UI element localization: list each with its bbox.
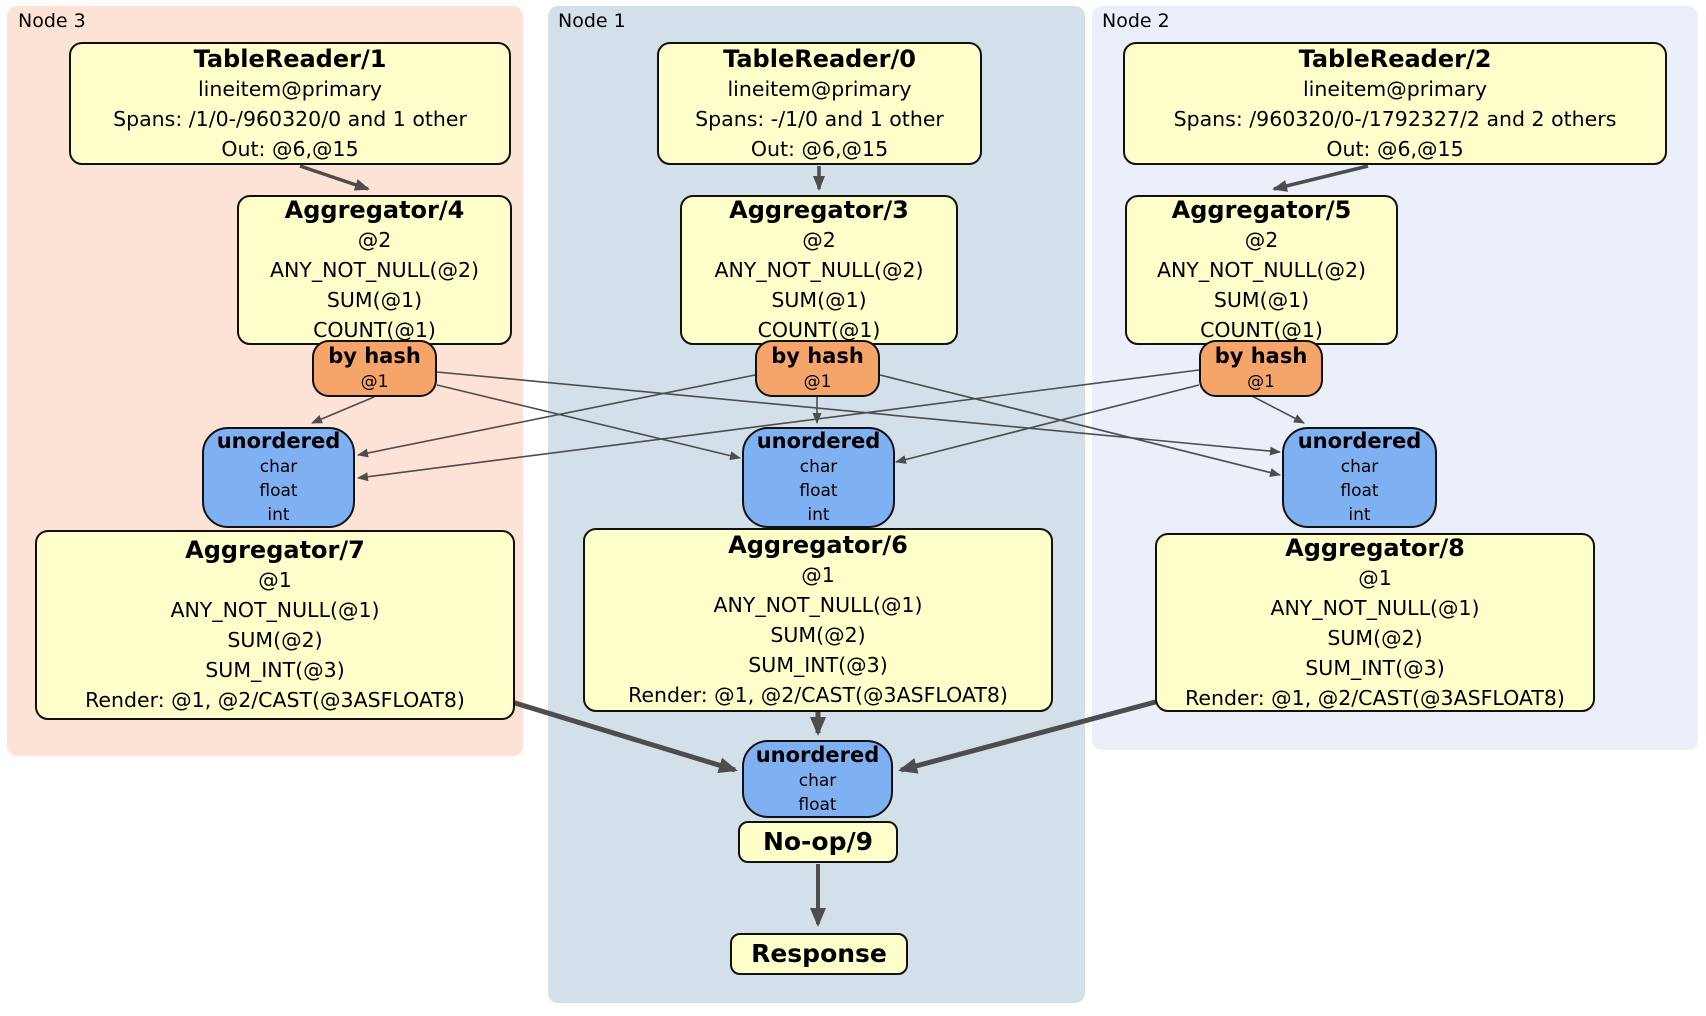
node-line: @1 [258,568,292,592]
sync-line: int [267,505,290,525]
node-title: Aggregator/3 [729,196,909,224]
sync-line: float [799,481,838,501]
node-title: Aggregator/8 [1285,533,1465,562]
region-label-node2: Node 2 [1102,10,1170,32]
region-label-node3: Node 3 [18,10,86,32]
node-aggregator-8: Aggregator/8 @1 ANY_NOT_NULL(@1) SUM(@2)… [1155,533,1595,712]
sync-title: unordered [755,742,880,767]
node-line: SUM(@1) [771,288,867,312]
region-label-node1: Node 1 [558,10,626,32]
node-line: Render: @1, @2/CAST(@3ASFLOAT8) [1185,685,1565,710]
sync-unordered-final: unordered char float [742,740,893,818]
sync-unordered-left: unordered char float int [202,427,355,528]
node-title: Response [751,939,887,968]
node-title: TableReader/1 [193,44,387,73]
node-line: COUNT(@1) [313,318,436,342]
node-line: SUM(@2) [770,623,866,647]
sync-line: char [1340,457,1379,477]
node-line: Render: @1, @2/CAST(@3ASFLOAT8) [85,688,465,712]
node-line: Out: @6,@15 [750,136,889,161]
node-aggregator-5: Aggregator/5 @2 ANY_NOT_NULL(@2) SUM(@1)… [1125,195,1398,345]
node-line: @2 [802,228,836,252]
node-line: lineitem@primary [197,76,383,101]
sync-line: char [798,770,837,791]
sync-line: int [807,505,830,525]
node-aggregator-6: Aggregator/6 @1 ANY_NOT_NULL(@1) SUM(@2)… [583,528,1053,712]
node-aggregator-3: Aggregator/3 @2 ANY_NOT_NULL(@2) SUM(@1)… [680,195,958,345]
router-title: by hash [771,344,864,368]
node-title: Aggregator/6 [728,531,908,559]
node-line: Out: @6,@15 [1326,136,1464,161]
sync-line: char [259,457,298,477]
sync-line: float [259,481,298,501]
node-line: SUM_INT(@3) [205,658,345,682]
sync-line: float [1340,481,1379,501]
node-line: @2 [1244,228,1279,252]
node-line: @1 [801,563,835,587]
router-title: by hash [328,344,421,368]
sync-line: char [799,457,838,477]
node-line: Spans: /1/0-/960320/0 and 1 other [113,106,467,131]
node-line: COUNT(@1) [1200,318,1323,342]
node-title: Aggregator/5 [1171,196,1352,224]
sync-unordered-right: unordered char float int [1282,427,1437,528]
sync-line: int [1348,505,1371,525]
node-aggregator-7: Aggregator/7 @1 ANY_NOT_NULL(@1) SUM(@2)… [35,530,515,720]
sync-title: unordered [756,429,881,453]
router-line: @1 [360,372,389,392]
node-aggregator-4: Aggregator/4 @2 ANY_NOT_NULL(@2) SUM(@1)… [237,195,512,345]
node-line: Spans: /960320/0-/1792327/2 and 2 others [1173,106,1617,131]
node-tablereader-2: TableReader/2 lineitem@primary Spans: /9… [1123,42,1667,165]
node-line: ANY_NOT_NULL(@1) [713,593,923,617]
node-line: @2 [357,228,392,252]
node-line: SUM(@1) [326,288,423,312]
router-by-hash-center: by hash @1 [755,340,880,397]
node-line: ANY_NOT_NULL(@1) [170,598,380,622]
router-by-hash-right: by hash @1 [1199,340,1323,397]
node-response: Response [730,933,908,975]
node-title: Aggregator/4 [284,196,465,224]
node-line: Render: @1, @2/CAST(@3ASFLOAT8) [628,683,1008,707]
node-noop-9: No-op/9 [738,821,898,863]
node-line: lineitem@primary [1302,76,1488,101]
node-title: TableReader/2 [1298,44,1492,73]
node-tablereader-0: TableReader/0 lineitem@primary Spans: -/… [657,42,982,165]
router-line: @1 [803,372,832,392]
node-line: SUM(@1) [1213,288,1310,312]
node-tablereader-1: TableReader/1 lineitem@primary Spans: /1… [69,42,511,165]
node-line: ANY_NOT_NULL(@2) [1156,258,1367,282]
node-line: ANY_NOT_NULL(@2) [714,258,924,282]
router-title: by hash [1214,344,1308,368]
node-line: SUM_INT(@3) [1305,655,1445,680]
router-by-hash-left: by hash @1 [312,340,437,397]
sync-title: unordered [216,429,341,453]
node-line: Spans: -/1/0 and 1 other [695,106,944,131]
sync-line: float [798,794,837,815]
sync-unordered-center: unordered char float int [742,427,895,528]
node-title: Aggregator/7 [185,536,365,564]
node-line: Out: @6,@15 [221,136,359,161]
node-line: SUM(@2) [1327,625,1423,650]
node-line: SUM(@2) [227,628,323,652]
node-title: No-op/9 [762,827,874,856]
node-line: SUM_INT(@3) [748,653,888,677]
node-line: @1 [1358,565,1392,590]
router-line: @1 [1247,372,1275,392]
node-line: ANY_NOT_NULL(@1) [1270,595,1480,620]
sync-title: unordered [1297,429,1422,453]
node-line: lineitem@primary [727,76,912,101]
node-line: COUNT(@1) [757,318,881,342]
node-line: ANY_NOT_NULL(@2) [269,258,480,282]
node-title: TableReader/0 [723,44,916,73]
